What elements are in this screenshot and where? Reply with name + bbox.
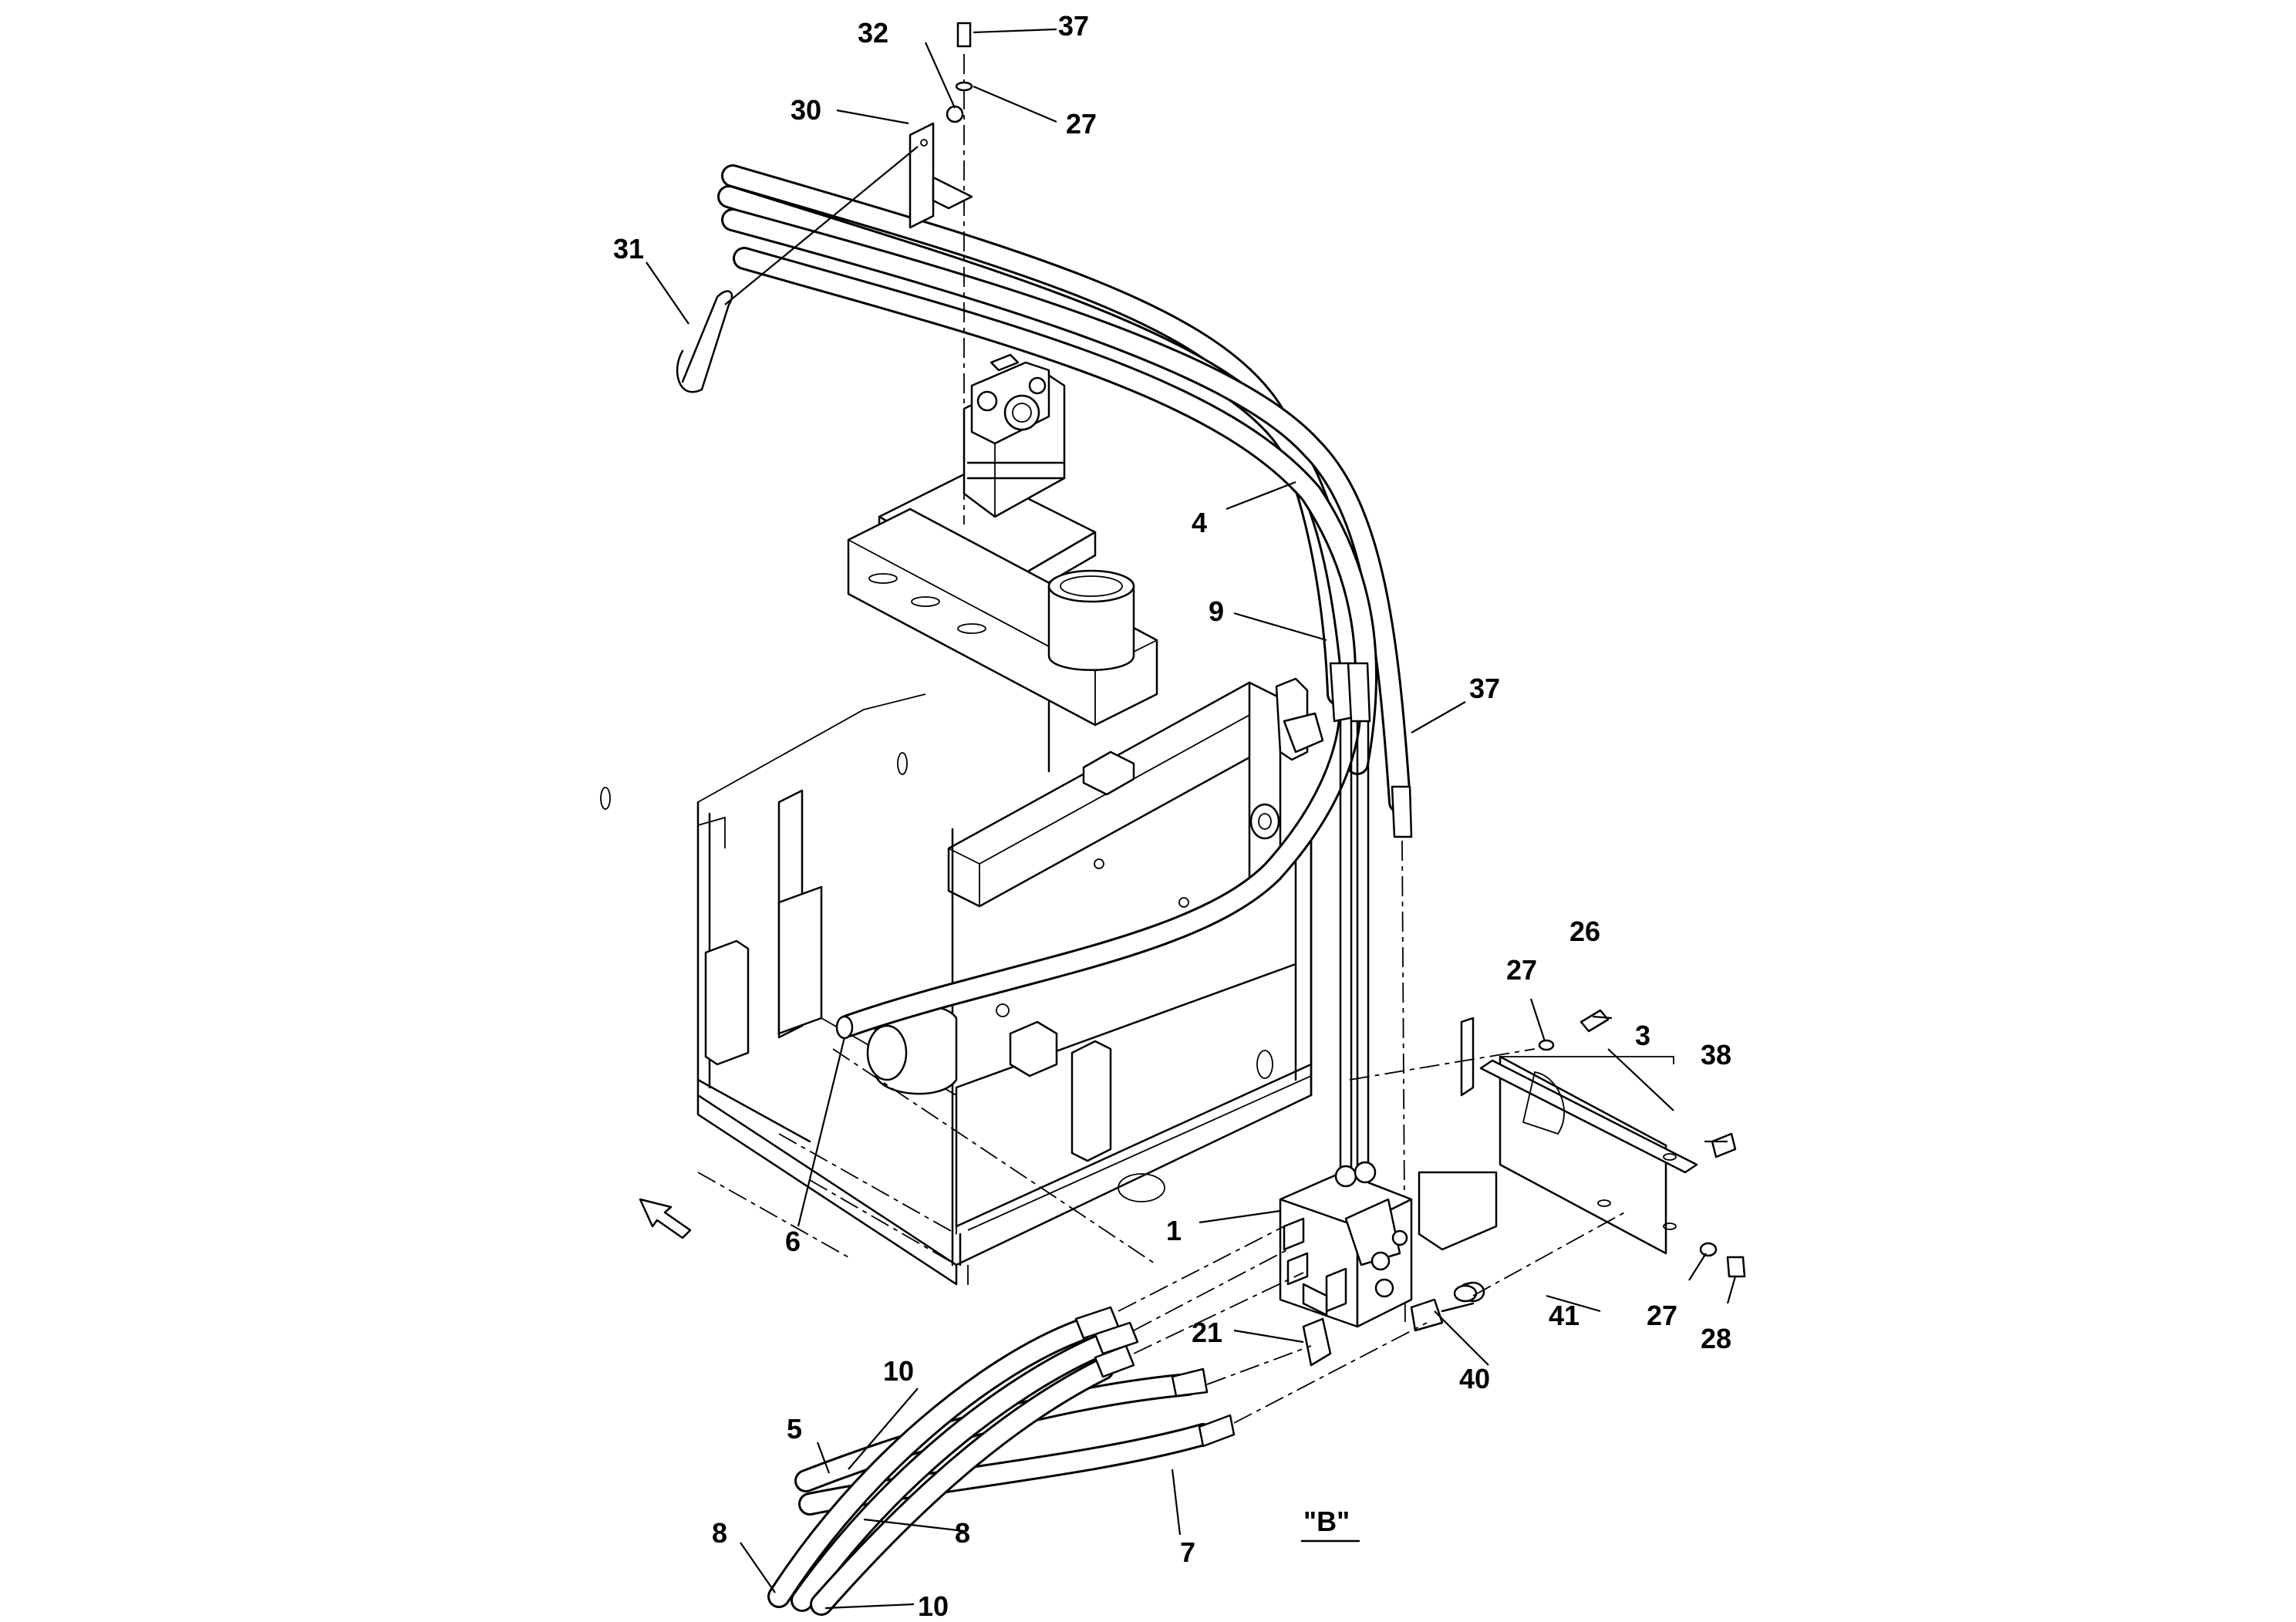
callout-27-low: 27 bbox=[1647, 1300, 1677, 1331]
callout-30: 31 bbox=[613, 233, 644, 265]
callout-32: 37 bbox=[1058, 10, 1089, 42]
callout-10-bottom: 10 bbox=[918, 1590, 949, 1622]
view-label-b: "B" bbox=[1300, 1506, 1360, 1543]
callout-27-mid: 27 bbox=[1506, 954, 1537, 986]
leader-lines bbox=[646, 28, 1737, 1610]
callout-5: 5 bbox=[787, 1413, 802, 1445]
callout-21: 21 bbox=[1192, 1317, 1222, 1348]
callout-6: 6 bbox=[785, 1226, 801, 1257]
callout-31: 32 bbox=[858, 17, 888, 49]
callout-40: 40 bbox=[1459, 1363, 1490, 1394]
lower-hoses bbox=[767, 1226, 1428, 1616]
callout-27-top: 27 bbox=[1066, 108, 1097, 140]
callout-26: 26 bbox=[1569, 916, 1600, 947]
callout-4: 4 bbox=[1192, 507, 1207, 538]
callout-29: 30 bbox=[791, 94, 821, 126]
direction-arrow-icon bbox=[639, 1198, 692, 1239]
callout-10-top: 10 bbox=[883, 1355, 914, 1387]
callouts: 32 37 30 27 31 4 9 37 26 27 3 38 6 1 41 … bbox=[613, 10, 1731, 1622]
frame-structure bbox=[600, 677, 1324, 1288]
callout-41: 41 bbox=[1549, 1300, 1580, 1331]
mount-plate-3 bbox=[1349, 1009, 1746, 1303]
callout-8-left: 8 bbox=[712, 1517, 727, 1549]
callout-28: 28 bbox=[1701, 1323, 1731, 1354]
callout-8-right: 8 bbox=[955, 1517, 970, 1549]
upper-hoses bbox=[717, 54, 1413, 1327]
callout-37: 37 bbox=[1469, 673, 1500, 704]
view-label-text: "B" bbox=[1303, 1506, 1350, 1537]
swivel-assembly bbox=[847, 353, 1158, 727]
callout-38: 38 bbox=[1701, 1039, 1731, 1071]
callout-3: 3 bbox=[1635, 1020, 1650, 1051]
top-hardware bbox=[676, 22, 973, 393]
callout-7: 7 bbox=[1180, 1536, 1195, 1568]
valve-block bbox=[1279, 1161, 1485, 1367]
callout-1: 1 bbox=[1166, 1215, 1182, 1246]
callout-9: 9 bbox=[1209, 595, 1224, 627]
